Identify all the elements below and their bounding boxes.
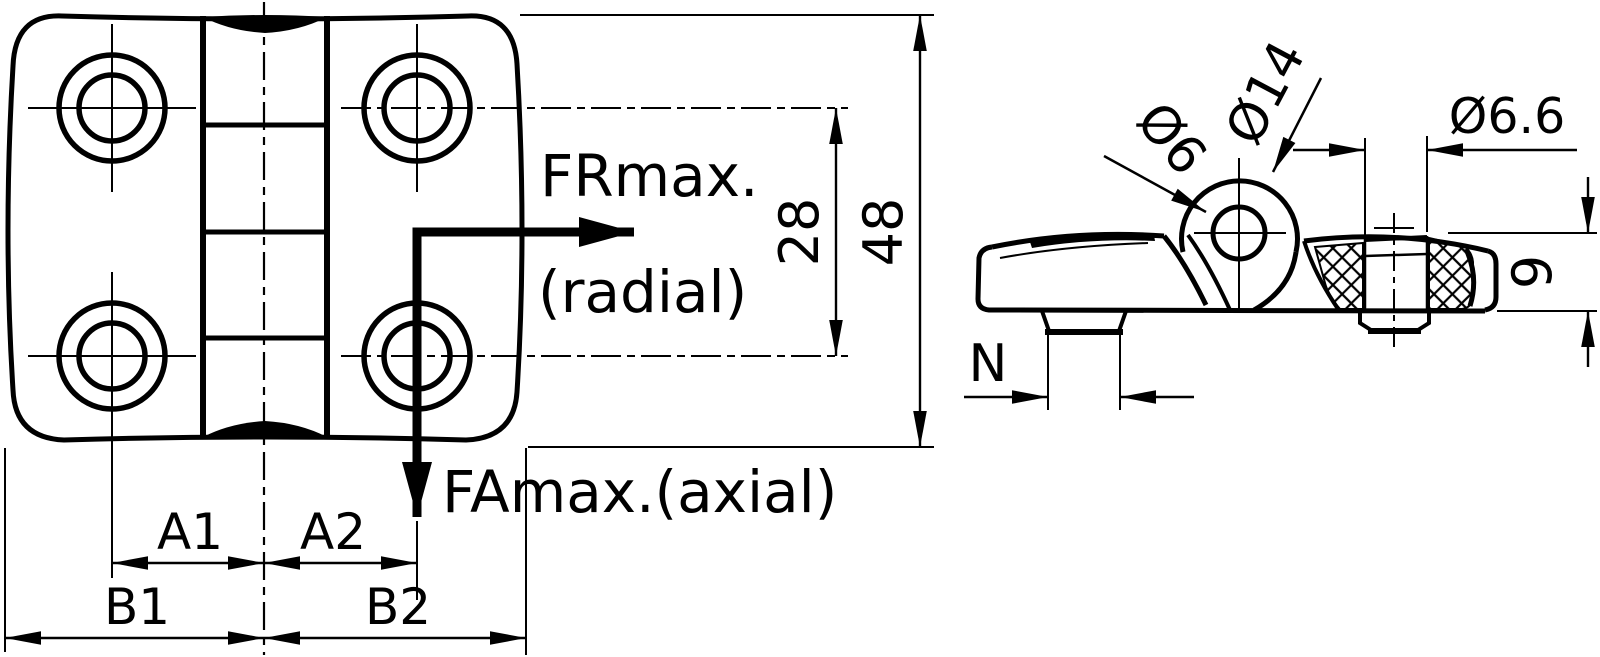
hatch-left	[1313, 241, 1364, 310]
front-view	[4, 2, 934, 655]
dim-text-b1: B1	[104, 578, 170, 636]
left-leaf	[975, 231, 1486, 314]
dim-text-d6: Ø6	[1124, 91, 1218, 186]
leader-lines	[1103, 77, 1323, 214]
dim-text-a2: A2	[300, 503, 366, 561]
label-force-axial: FAmax.(axial)	[442, 458, 837, 526]
dimension-a1-a2-b1-b2	[4, 448, 527, 655]
right-leaf-section	[1302, 234, 1499, 313]
label-force-radial: FRmax.	[540, 142, 758, 210]
dimension-d66	[1293, 136, 1577, 236]
leader-d6	[1103, 154, 1207, 214]
dim-text-28: 28	[768, 198, 831, 267]
knuckle	[1179, 158, 1300, 313]
annotations: FRmax. (radial) FAmax.(axial) 28 48 A1 A…	[104, 32, 1565, 636]
dimension-9	[1448, 177, 1597, 367]
right-boss	[1358, 213, 1431, 351]
label-force-radial-qualifier: (radial)	[538, 258, 747, 326]
dimension-n	[964, 335, 1194, 410]
left-boss	[1040, 310, 1128, 335]
dim-text-a1: A1	[157, 503, 223, 561]
side-view	[964, 77, 1597, 410]
dim-text-n: N	[969, 334, 1008, 394]
dim-text-d66: Ø6.6	[1449, 88, 1566, 145]
force-arrows	[402, 217, 634, 517]
leader-d14	[1271, 77, 1323, 173]
dim-text-9: 9	[1501, 255, 1564, 289]
dim-text-48: 48	[852, 198, 915, 267]
dim-text-d14: Ø14	[1214, 32, 1317, 155]
dim-text-b2: B2	[365, 578, 431, 636]
